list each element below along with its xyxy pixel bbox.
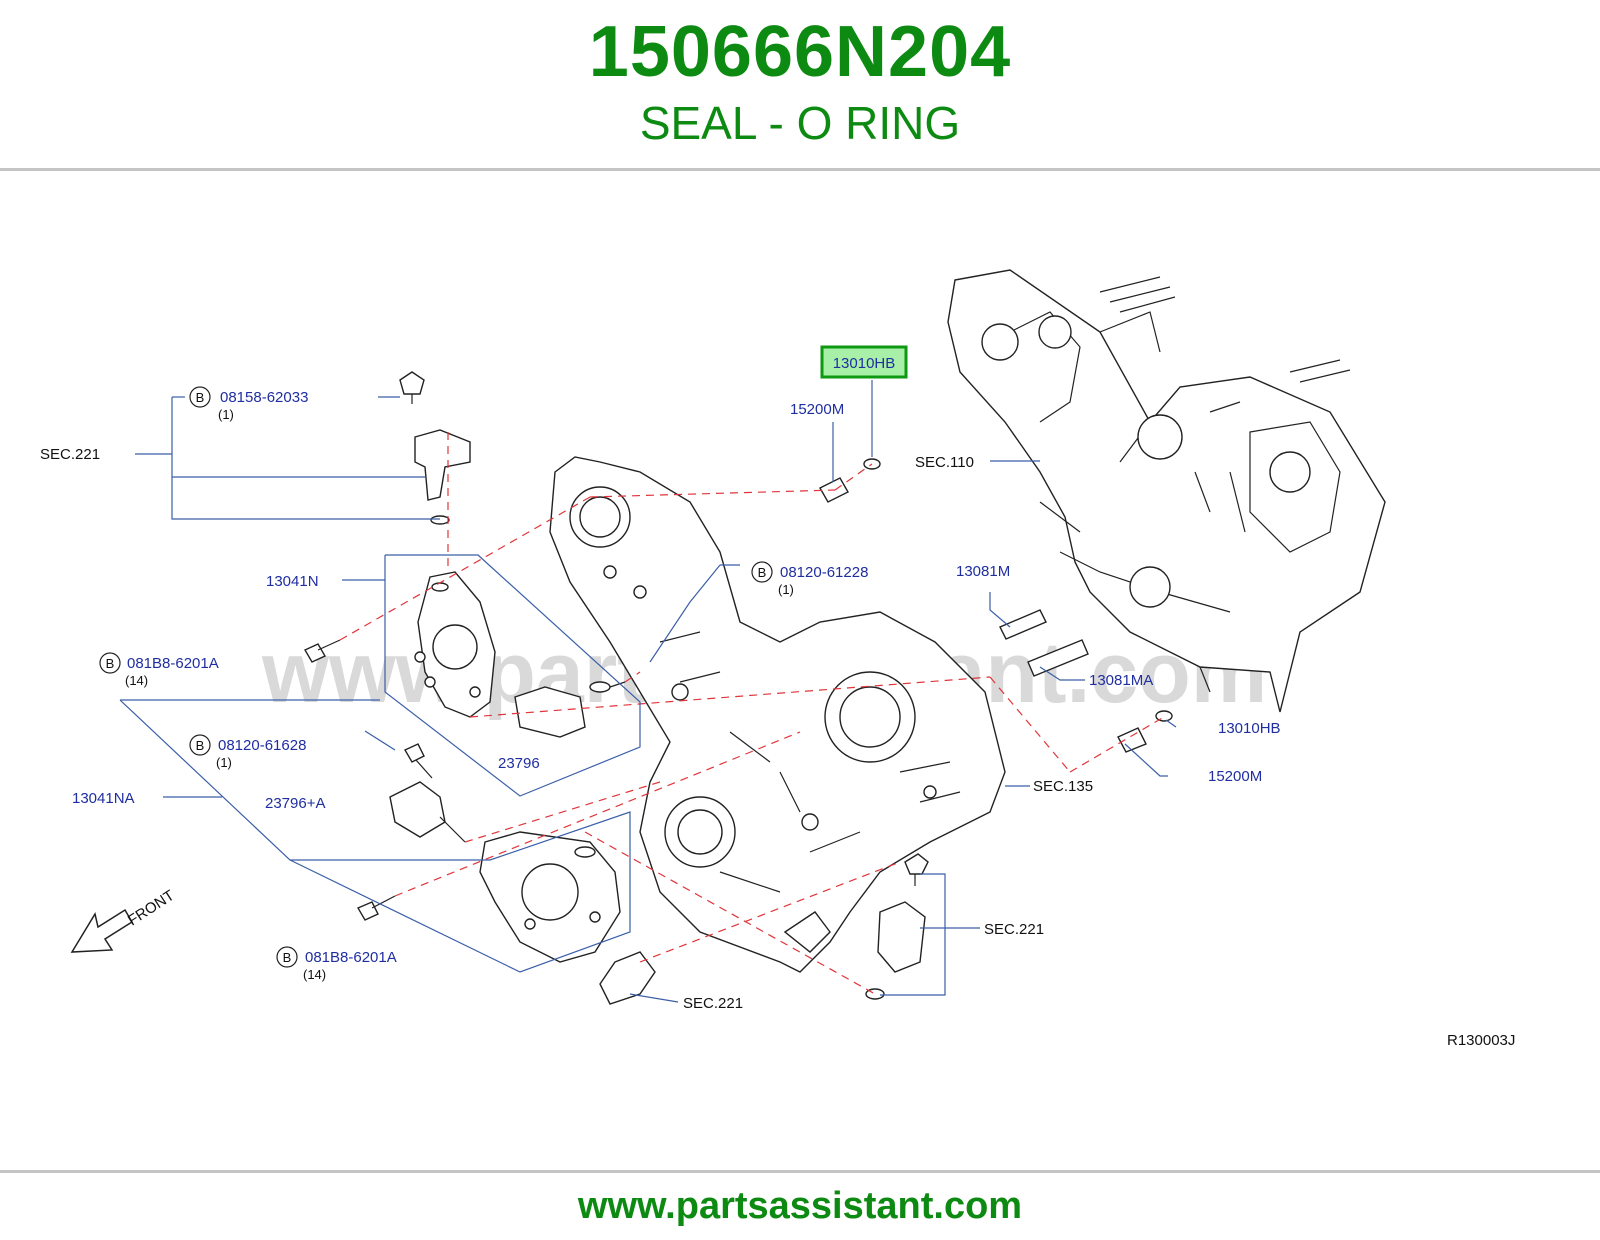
footer-divider <box>0 1170 1600 1173</box>
part-description: SEAL - O RING <box>639 97 961 149</box>
parts-diagram: www.partsassistant.com <box>0 172 1600 1172</box>
bolt-081b8-upper <box>304 639 341 663</box>
label-23796-a[interactable]: 23796+A <box>265 795 325 812</box>
label-sec221-left: SEC.221 <box>40 446 100 463</box>
diagram-code: R130003J <box>1447 1032 1515 1049</box>
crank-sensor-bottom <box>599 951 656 1005</box>
label-23796[interactable]: 23796 <box>498 755 540 772</box>
vtc-cover-13041n <box>414 571 496 718</box>
dowel-15200m-lower <box>1117 710 1173 753</box>
badge-letter: B <box>106 656 115 671</box>
label-15200m-right[interactable]: 15200M <box>1208 768 1262 785</box>
label-081b8-6201a-upper[interactable]: 081B8-6201A <box>127 655 219 672</box>
label-08120-61228[interactable]: 08120-61228 <box>780 564 868 581</box>
footer-website-link[interactable]: www.partsassistant.com <box>577 1185 1023 1227</box>
label-13041n[interactable]: 13041N <box>266 573 319 590</box>
timing-cover-drawing <box>549 456 1006 973</box>
exploded-view-svg: www.partsassistant.com <box>40 269 1515 1049</box>
bolt-badge-08120-61628 <box>189 734 211 756</box>
label-sec221-bottom: SEC.221 <box>683 995 743 1012</box>
label-sec110: SEC.110 <box>915 454 974 471</box>
badge-letter: B <box>196 738 205 753</box>
label-13081m[interactable]: 13081M <box>956 563 1010 580</box>
qty-08120-61628: (1) <box>216 755 232 770</box>
highlighted-part-label: 13010HB <box>833 355 896 372</box>
label-sec221-right: SEC.221 <box>984 921 1044 938</box>
engine-block-drawing <box>947 269 1386 713</box>
bolt-badge-081b8-lower <box>276 946 298 968</box>
dowel-15200m-upper <box>819 458 881 503</box>
label-13010hb-right[interactable]: 13010HB <box>1218 720 1281 737</box>
bolt-081b8-lower <box>356 895 396 921</box>
qty-08120-61228: (1) <box>778 582 794 597</box>
vtc-cover-13041na <box>479 831 621 963</box>
qty-081b8-6201a-lower: (14) <box>303 967 326 982</box>
badge-letter: B <box>283 950 292 965</box>
highlighted-part-callout[interactable]: 13010HB <box>820 345 908 379</box>
vtc-solenoid-23796 <box>514 681 626 738</box>
label-15200m-top[interactable]: 15200M <box>790 401 844 418</box>
bolt-badge-08120-61228 <box>751 561 773 583</box>
label-08120-61628[interactable]: 08120-61628 <box>218 737 306 754</box>
label-13081ma[interactable]: 13081MA <box>1089 672 1153 689</box>
qty-081b8-6201a-upper: (14) <box>125 673 148 688</box>
badge-letter: B <box>196 390 205 405</box>
label-081b8-6201a-lower[interactable]: 081B8-6201A <box>305 949 397 966</box>
leader-lines <box>119 380 1177 1003</box>
badge-letter: B <box>758 565 767 580</box>
front-label: FRONT <box>125 887 178 929</box>
front-direction-arrow: FRONT <box>70 887 178 953</box>
label-sec135: SEC.135 <box>1033 778 1093 795</box>
cam-position-sensor-upper <box>399 371 471 525</box>
assembly-guide-lines <box>339 432 1165 995</box>
label-13041na[interactable]: 13041NA <box>72 790 135 807</box>
part-number-title: 150666N204 <box>588 12 1012 92</box>
dowel-pins-13081m <box>999 609 1089 677</box>
qty-08158-62033: (1) <box>218 407 234 422</box>
vtc-solenoid-23796a <box>389 781 466 843</box>
bolt-08120-61628 <box>404 743 433 779</box>
bolt-badge-081b8-upper <box>99 652 121 674</box>
page-header: 150666N204 SEAL - O RING <box>0 0 1600 168</box>
header-divider <box>0 168 1600 171</box>
label-08158-62033[interactable]: 08158-62033 <box>220 389 308 406</box>
bolt-badge-08158 <box>189 386 211 408</box>
crank-sensor-lower <box>865 853 929 1000</box>
